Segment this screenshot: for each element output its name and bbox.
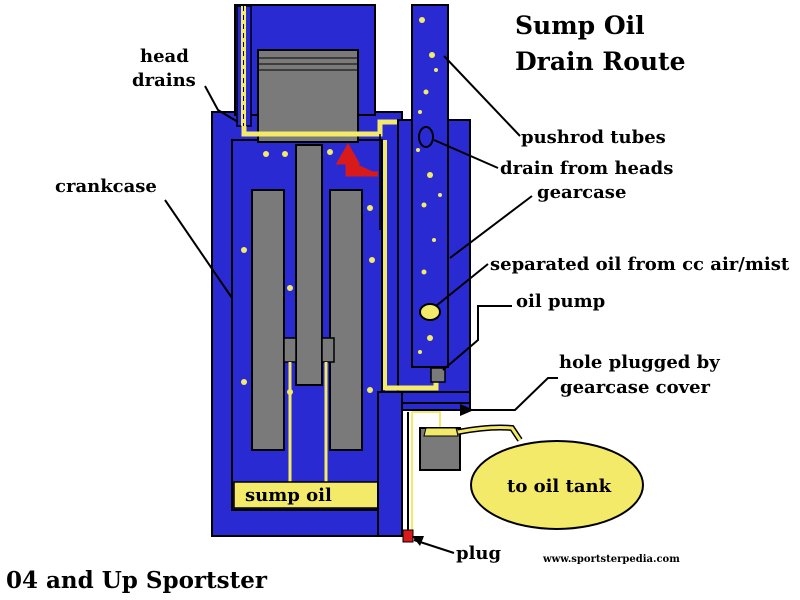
- piston: [257, 49, 359, 143]
- hole-plugged-label-2: gearcase cover: [560, 377, 711, 398]
- red-arrow: [335, 142, 378, 177]
- head-drains-label-2: drains: [132, 70, 196, 91]
- to-oil-tank-label: to oil tank: [507, 476, 612, 497]
- drain-plug: [402, 529, 414, 543]
- drain-hole-upper: [418, 126, 434, 148]
- crankcase-label: crankcase: [55, 176, 157, 197]
- title-line1: Sump Oil: [515, 11, 645, 40]
- oil-pump-box: [430, 367, 446, 383]
- website-footer: www.sportsterpedia.com: [542, 554, 680, 565]
- pushrod-tube: [411, 4, 449, 368]
- oil-tank: [470, 440, 644, 530]
- title-line2: Drain Route: [515, 47, 686, 76]
- connecting-rod-right: [329, 189, 363, 451]
- connecting-rod-left: [251, 189, 285, 451]
- head-drains-label: head: [140, 46, 189, 67]
- hole-plugged-label: hole plugged by: [559, 352, 720, 373]
- plug-label: plug: [456, 543, 502, 564]
- oil-pump-label: oil pump: [516, 291, 605, 312]
- drain-from-heads-label: drain from heads: [500, 158, 673, 179]
- model-footer: 04 and Up Sportster: [6, 567, 268, 594]
- sump-oil-label: sump oil: [245, 485, 332, 506]
- crankcase-oil-droplets: [241, 149, 375, 395]
- leader-lines: [164, 55, 558, 554]
- sump-oil-pool: [233, 481, 379, 509]
- separated-oil-label: separated oil from cc air/mist: [490, 254, 790, 275]
- gearcase-label: gearcase: [537, 182, 626, 203]
- head-drain-oil: [241, 6, 246, 126]
- drain-hole-lower: [419, 303, 441, 321]
- pushrod-tubes-label: pushrod tubes: [521, 127, 666, 148]
- connecting-rod-center: [295, 144, 323, 386]
